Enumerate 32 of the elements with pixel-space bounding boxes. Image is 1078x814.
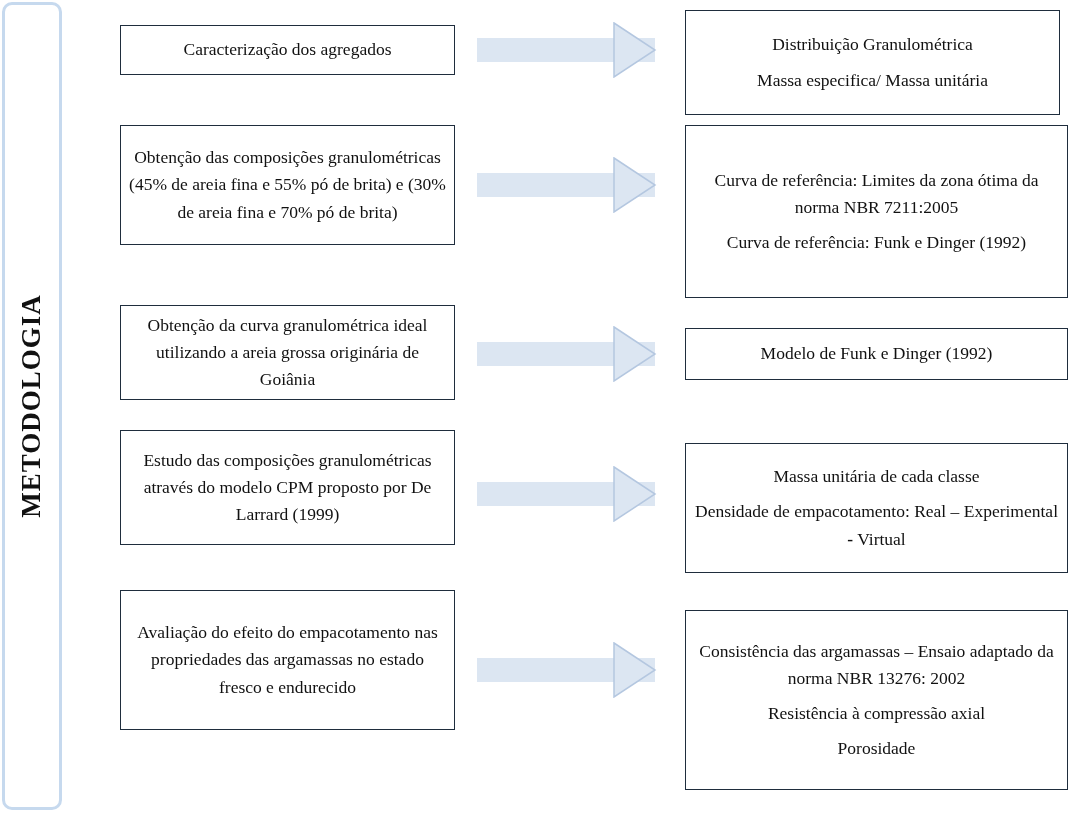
process-box [120, 430, 455, 545]
block-arrow [477, 466, 656, 522]
box-text: Distribuição Granulométrica [772, 33, 973, 57]
box-text: Massa unitária de cada classe [773, 465, 980, 489]
process-box [120, 125, 455, 245]
process-box [120, 25, 455, 75]
block-arrow [477, 326, 656, 382]
box-text: Densidade de empacotamento: Real – Experimental - Virtual [694, 500, 1059, 551]
box-text: Obtenção das composições granulométricas (45% de areia fina e 55% pó de brita) e (30% de areia fina e 70% pó de brita) [129, 146, 446, 224]
box-text: Consistência das argamassas – Ensaio adaptado da norma NBR 13276: 2002 [698, 639, 1055, 690]
box-text: Resistência à compressão axial [767, 702, 986, 725]
process-box [685, 10, 1060, 115]
box-text: Modelo de Funk e Dinger (1992) [760, 342, 993, 366]
box-text: Porosidade [837, 737, 916, 761]
box-text: Curva de referência: Funk e Dinger (1992) [726, 231, 1027, 255]
process-box [685, 125, 1068, 298]
block-arrow [477, 157, 656, 213]
box-text: Estudo das composições granulométricas através do modelo CPM proposto por De Larrard (1999) [142, 448, 433, 527]
block-arrow [477, 22, 656, 78]
box-text: Massa especifica/ Massa unitária [757, 68, 988, 92]
process-box [120, 305, 455, 400]
process-box [685, 328, 1068, 380]
process-box [685, 443, 1068, 573]
box-text: Obtenção da curva granulométrica ideal utilizando a areia grossa originária de Goiânia [146, 313, 429, 392]
section-title: METODOLOGIA [15, 294, 48, 518]
process-box [120, 590, 455, 730]
process-box [685, 610, 1068, 790]
box-text: Avaliação do efeito do empacotamento nas propriedades das argamassas no estado fresco e endurecido [136, 621, 439, 699]
block-arrow [477, 642, 656, 698]
box-text: Curva de referência: Limites da zona ótima da norma NBR 7211:2005 [713, 168, 1040, 219]
section-band [2, 2, 62, 810]
box-text: Caracterização dos agregados [183, 38, 392, 62]
